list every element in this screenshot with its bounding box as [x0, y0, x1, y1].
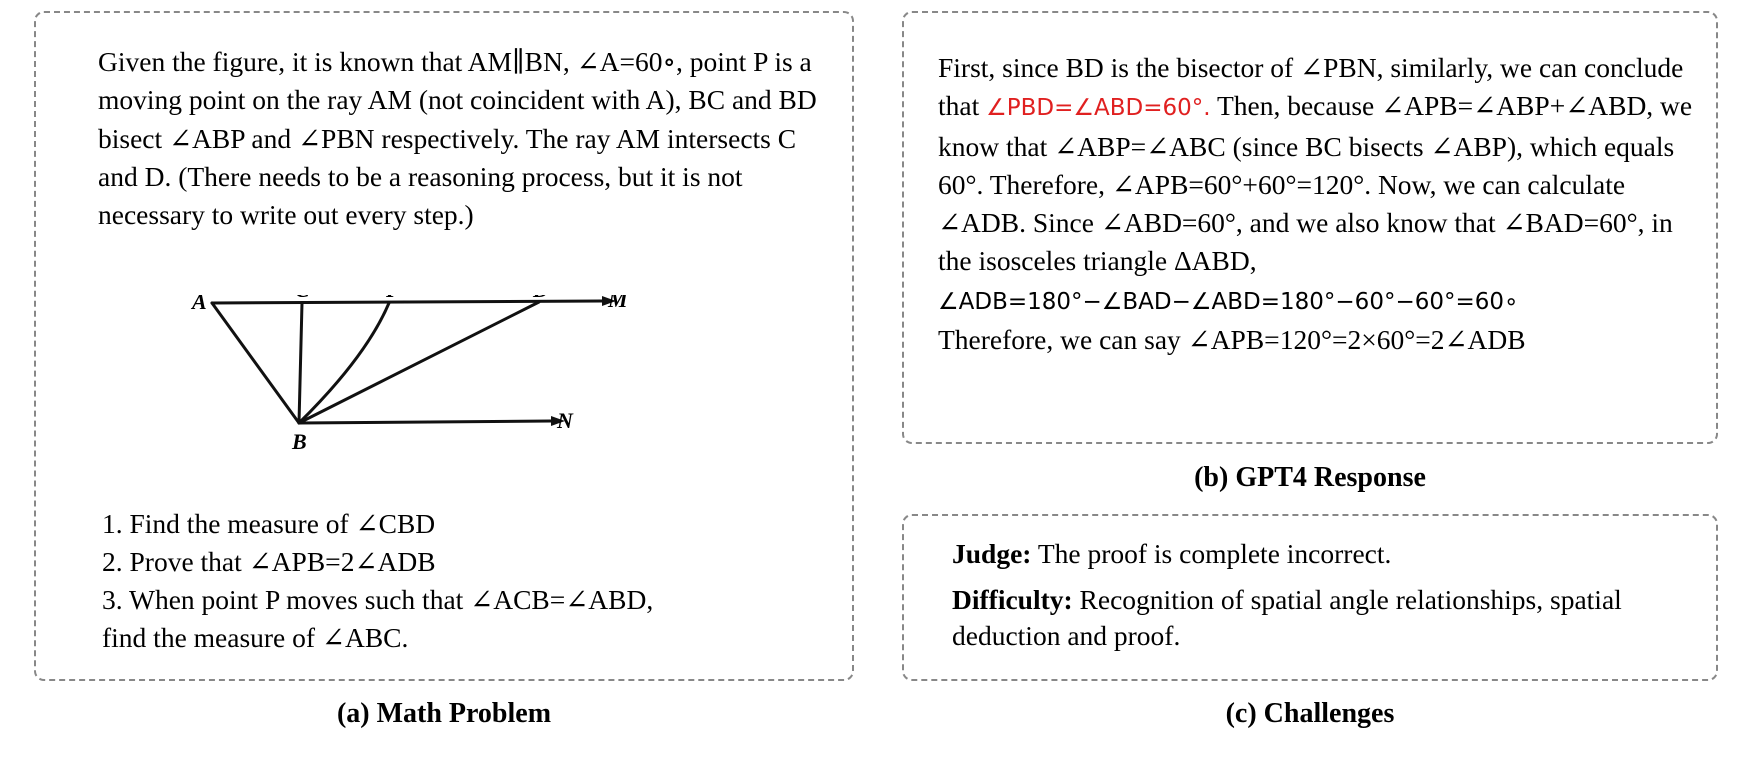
judge-text: The proof is complete incorrect.	[1031, 538, 1392, 569]
question-item: 2. Prove that ∠APB=2∠ADB	[102, 546, 436, 577]
difficulty-text: Recognition of spatial angle relationshi…	[952, 584, 1622, 651]
geometry-figure: A C P D M B N	[190, 295, 629, 454]
response-formula: ∠ADB=180°−∠BAD−∠ABD=180°−60°−60°=60∘	[938, 288, 1519, 315]
label-m: M	[607, 295, 629, 312]
challenges-text: Judge: The proof is complete incorrect. …	[952, 536, 1692, 654]
question-item: 1. Find the measure of ∠CBD	[102, 508, 436, 539]
response-text: First, since BD is the bisector of ∠PBN,…	[938, 49, 1698, 359]
segment-bd	[297, 300, 541, 425]
response-part-1: First, since BD is the bisector of ∠PBN,…	[938, 52, 1684, 122]
caption-math-problem: (a) Math Problem	[336, 698, 552, 729]
judge-label: Judge:	[952, 538, 1032, 569]
response-part-2: Then, because ∠APB=∠ABP+∠ABD, we know th…	[938, 90, 1693, 277]
line-bn	[297, 419, 553, 425]
challenges-panel: Judge: The proof is complete incorrect. …	[902, 514, 1718, 681]
question-item: 3. When point P moves such that ∠ACB=∠AB…	[102, 584, 654, 615]
segment-bp	[297, 301, 391, 425]
label-d: D	[532, 295, 549, 302]
label-a: A	[190, 295, 207, 314]
arrow-m	[602, 296, 616, 306]
caption-gpt4-response: (b) GPT4 Response	[1194, 462, 1426, 493]
label-p: P	[385, 295, 400, 302]
caption-challenges: (c) Challenges	[1225, 698, 1395, 729]
label-n: N	[556, 408, 574, 433]
label-c: C	[295, 295, 310, 302]
label-b: B	[291, 429, 307, 454]
segment-ab	[210, 301, 301, 425]
segment-bc	[297, 301, 304, 425]
gpt4-response-panel: First, since BD is the bisector of ∠PBN,…	[902, 11, 1718, 444]
difficulty-label: Difficulty:	[952, 584, 1073, 615]
math-problem-panel: Given the figure, it is known that AM∥BN…	[34, 11, 854, 681]
question-list: 1. Find the measure of ∠CBD 2. Prove tha…	[102, 505, 822, 657]
problem-statement: Given the figure, it is known that AM∥BN…	[98, 46, 817, 231]
question-item: find the measure of ∠ABC.	[102, 622, 409, 653]
judge-line: Judge: The proof is complete incorrect.	[952, 536, 1692, 572]
response-conclusion: Therefore, we can say ∠APB=120°=2×60°=2∠…	[938, 324, 1526, 356]
difficulty-line: Difficulty: Recognition of spatial angle…	[952, 582, 1692, 654]
arrow-n	[551, 416, 565, 426]
highlighted-error: ∠PBD=∠ABD=60°.	[986, 95, 1211, 122]
